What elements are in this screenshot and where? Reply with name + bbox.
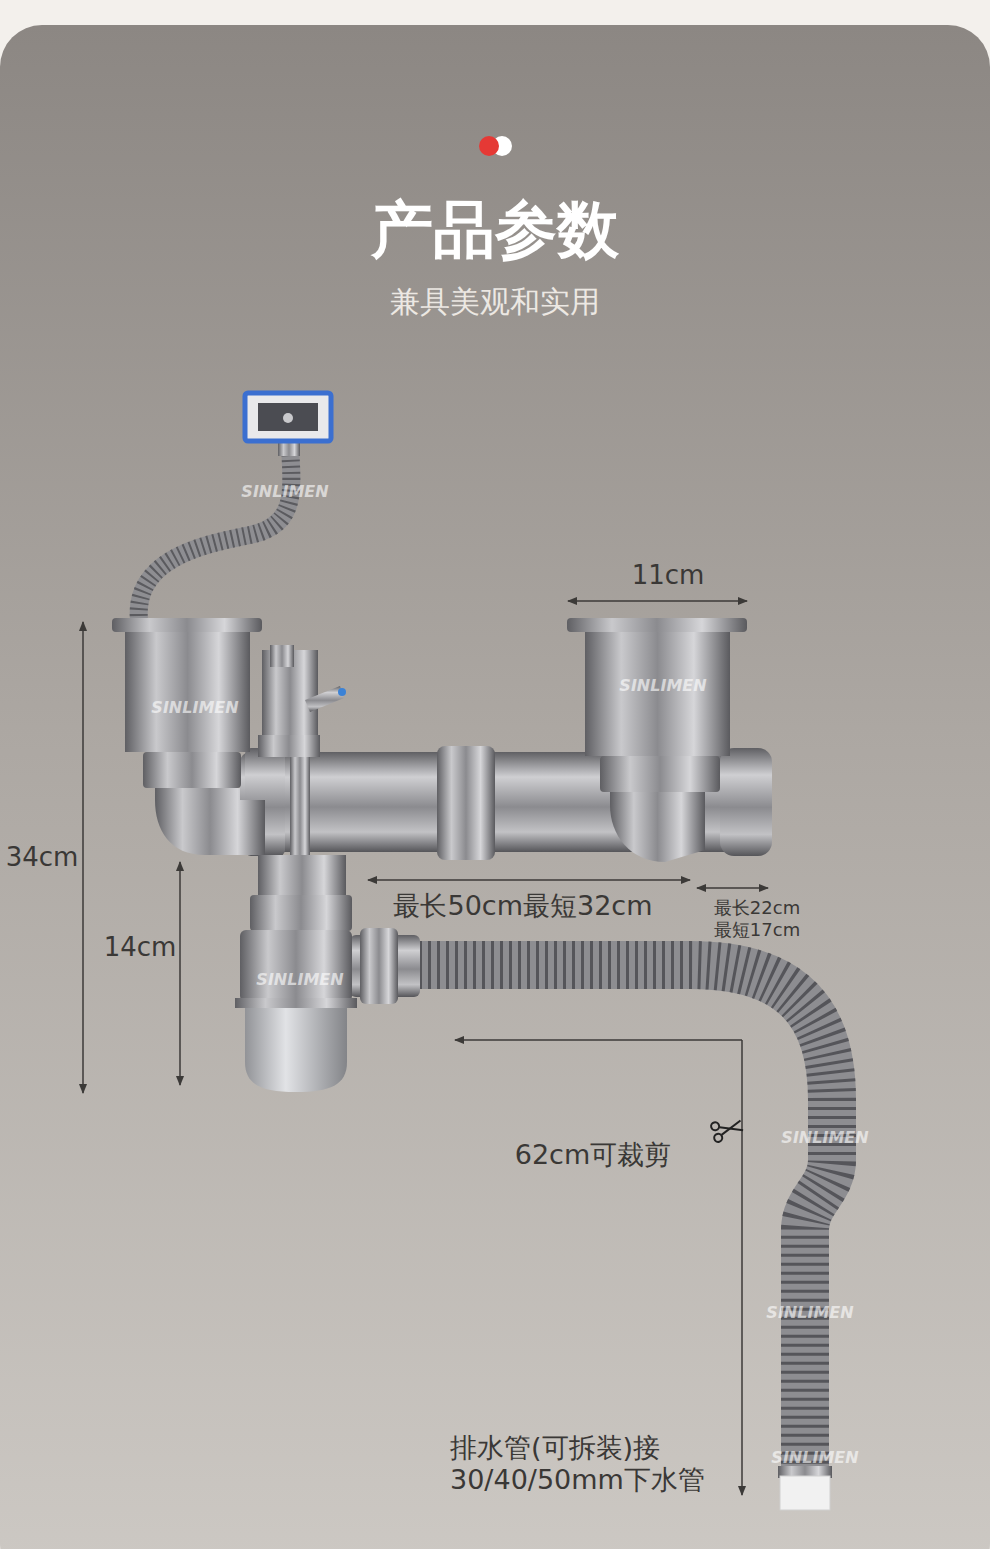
watermark: SINLIMEN (766, 1303, 853, 1322)
dimension-label: 11cm (632, 560, 705, 591)
note-text: 排水管(可拆装)接 30/40/50mm下水管 (450, 1432, 750, 1497)
dimension-label: 最长50cm最短32cm (393, 890, 652, 922)
dimension-label: 最长22cm 最短17cm (713, 897, 801, 940)
scissors-icon (710, 1116, 744, 1143)
dimension-label: 34cm (6, 842, 79, 873)
watermark: SINLIMEN (771, 1448, 858, 1467)
subtitle: 兼具美观和实用 (390, 284, 600, 320)
page-title: 产品参数 (371, 193, 619, 267)
watermark: SINLIMEN (781, 1128, 868, 1147)
watermark: SINLIMEN (256, 970, 343, 989)
watermark: SINLIMEN (619, 676, 706, 695)
watermark: SINLIMEN (151, 698, 238, 717)
dimension-label: 62cm可裁剪 (515, 1139, 672, 1171)
dimension-label: 14cm (104, 932, 177, 963)
watermark: SINLIMEN (241, 482, 328, 501)
